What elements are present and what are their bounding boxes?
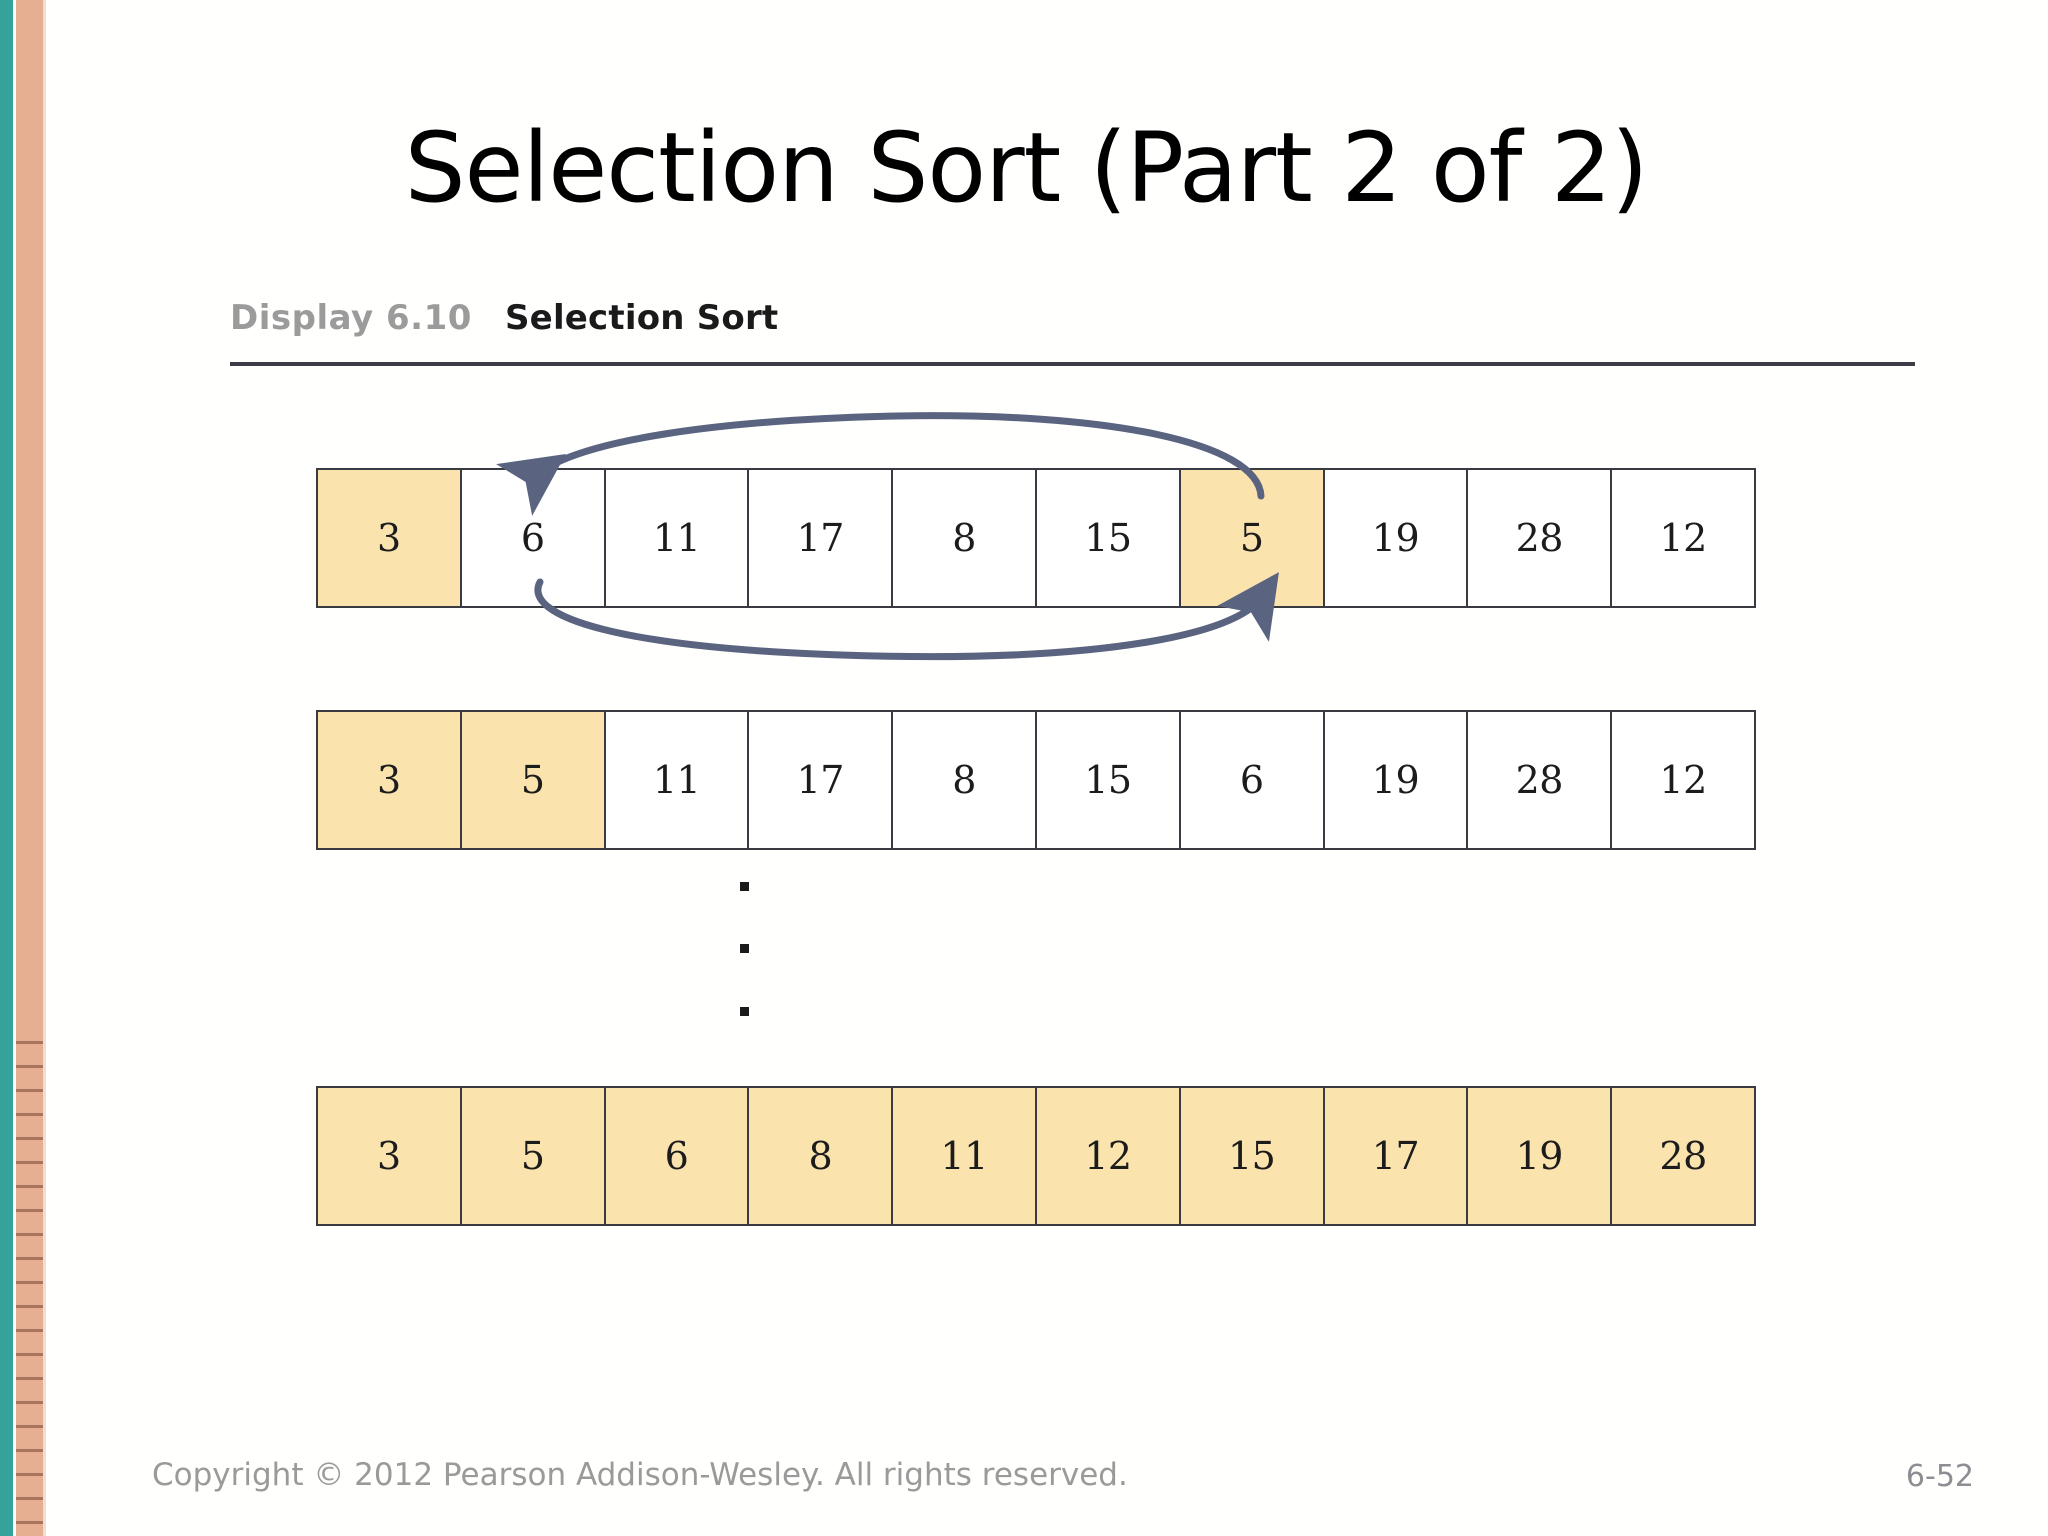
array-cell: 6 bbox=[603, 1086, 748, 1226]
array-cell: 11 bbox=[603, 710, 748, 850]
array-cell: 19 bbox=[1322, 468, 1467, 608]
array-cell: 6 bbox=[1178, 710, 1323, 850]
array-cell: 17 bbox=[1322, 1086, 1467, 1226]
array-cell: 15 bbox=[1034, 710, 1179, 850]
ellipsis-dot bbox=[740, 944, 749, 953]
ellipsis-dot bbox=[740, 882, 749, 891]
array-cell: 5 bbox=[1178, 468, 1323, 608]
salmon-ladder-pattern bbox=[16, 1020, 43, 1536]
array-cell: 5 bbox=[459, 710, 604, 850]
footer-page-number: 6-52 bbox=[1905, 1459, 1974, 1494]
array-cell: 11 bbox=[891, 1086, 1035, 1226]
array-cell: 15 bbox=[1034, 468, 1179, 608]
array-cell: 19 bbox=[1466, 1086, 1611, 1226]
array-cell: 12 bbox=[1034, 1086, 1179, 1226]
display-caption-label: Selection Sort bbox=[505, 298, 779, 338]
display-header: Display 6.10 Selection Sort bbox=[230, 298, 1920, 350]
vertical-ellipsis bbox=[740, 882, 760, 1032]
array-cell: 8 bbox=[891, 468, 1035, 608]
array-cell: 3 bbox=[316, 468, 460, 608]
array-cell: 17 bbox=[747, 710, 892, 850]
footer-copyright: Copyright © 2012 Pearson Addison-Wesley.… bbox=[152, 1457, 1128, 1493]
display-header-rule bbox=[230, 362, 1915, 366]
array-cell: 19 bbox=[1322, 710, 1467, 850]
array-cell: 3 bbox=[316, 710, 460, 850]
slide-left-edge-decoration bbox=[0, 0, 46, 1536]
array-cell: 8 bbox=[747, 1086, 892, 1226]
teal-accent-band bbox=[0, 0, 13, 1536]
array-cell: 28 bbox=[1610, 1086, 1756, 1226]
array-cell: 28 bbox=[1466, 710, 1611, 850]
array-cell: 3 bbox=[316, 1086, 460, 1226]
array-cell: 12 bbox=[1610, 710, 1756, 850]
array-cell: 12 bbox=[1610, 468, 1756, 608]
display-number-label: Display 6.10 bbox=[230, 298, 472, 338]
page-title: Selection Sort (Part 2 of 2) bbox=[404, 112, 1649, 224]
ellipsis-dot bbox=[740, 1007, 749, 1016]
array-cell: 17 bbox=[747, 468, 892, 608]
edge-hairline bbox=[43, 0, 46, 1536]
array-cell: 15 bbox=[1178, 1086, 1323, 1226]
array-cell: 11 bbox=[603, 468, 748, 608]
array-cell: 5 bbox=[459, 1086, 604, 1226]
array-cell: 8 bbox=[891, 710, 1035, 850]
array-cell: 6 bbox=[459, 468, 604, 608]
array-cell: 28 bbox=[1466, 468, 1611, 608]
